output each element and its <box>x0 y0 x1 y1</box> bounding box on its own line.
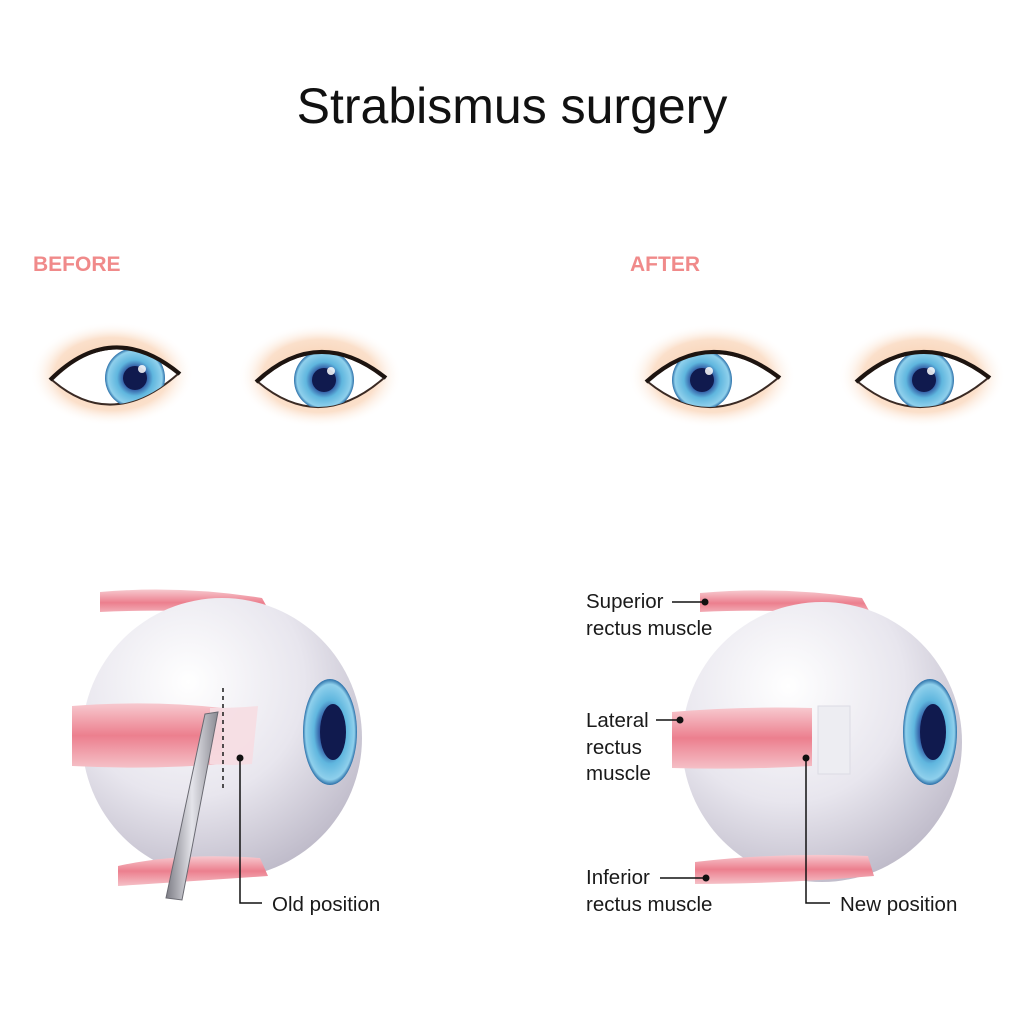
before-eyeball-diagram <box>72 589 362 904</box>
lateral-label-line2: rectus <box>586 736 642 759</box>
inferior-label-line1: Inferior <box>586 866 650 889</box>
after-inferior-muscle <box>695 854 874 884</box>
inferior-label-line2: rectus muscle <box>586 893 712 916</box>
old-position-leader <box>239 758 262 904</box>
before-inferior-muscle <box>118 856 268 886</box>
surgical-hook-icon <box>165 711 219 901</box>
superior-label-line2: rectus muscle <box>586 617 712 640</box>
new-position-leader <box>805 758 830 904</box>
after-eyeball-diagram <box>656 590 962 904</box>
page-title: Strabismus surgery <box>297 78 728 134</box>
after-right-eye <box>628 324 796 428</box>
before-right-eye <box>30 322 194 426</box>
lateral-label-line3: muscle <box>586 762 651 785</box>
new-position-label: New position <box>840 893 957 916</box>
before-left-eye <box>238 324 402 428</box>
old-position-label: Old position <box>272 893 380 916</box>
before-lateral-muscle <box>72 703 222 768</box>
after-lateral-muscle <box>672 707 812 769</box>
after-label: AFTER <box>630 253 700 276</box>
old-insertion-stump <box>817 705 851 775</box>
before-label: BEFORE <box>33 253 121 276</box>
lateral-label-line1: Lateral <box>586 709 649 732</box>
superior-label-line1: Superior <box>586 590 664 613</box>
after-left-eye <box>838 324 1006 428</box>
